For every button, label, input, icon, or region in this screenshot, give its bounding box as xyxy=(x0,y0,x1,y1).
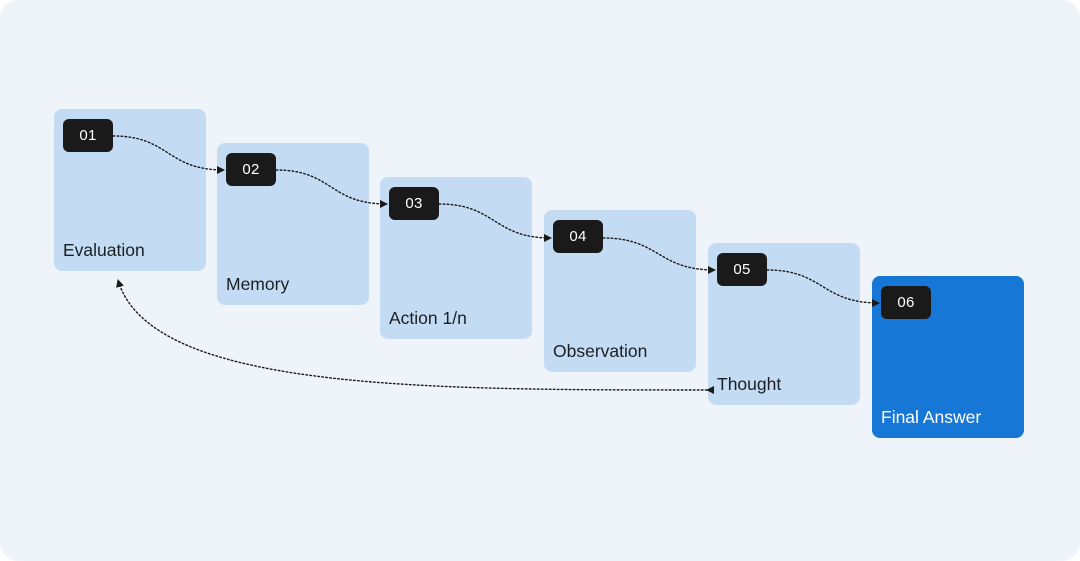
connector-03-04 xyxy=(438,203,552,242)
step-number-badge: 06 xyxy=(881,286,931,319)
step-number-badge: 03 xyxy=(389,187,439,220)
step-label: Final Answer xyxy=(881,407,982,427)
step-final-answer: 06 Final Answer xyxy=(872,276,1024,438)
connector-02-03 xyxy=(275,169,388,208)
connector-04-05 xyxy=(602,237,716,274)
step-number-badge: 04 xyxy=(553,220,603,253)
step-evaluation: 01 Evaluation xyxy=(54,109,206,271)
step-number-badge: 01 xyxy=(63,119,113,152)
step-label: Evaluation xyxy=(63,240,145,260)
step-thought: 05 Thought xyxy=(708,243,860,405)
step-number-badge: 02 xyxy=(226,153,276,186)
connector-01-02 xyxy=(112,135,225,174)
step-memory: 02 Memory xyxy=(217,143,369,305)
connector-05-01-loop xyxy=(116,279,715,395)
step-number-badge: 05 xyxy=(717,253,767,286)
connector-05-06 xyxy=(766,269,880,307)
step-label: Thought xyxy=(717,374,782,394)
